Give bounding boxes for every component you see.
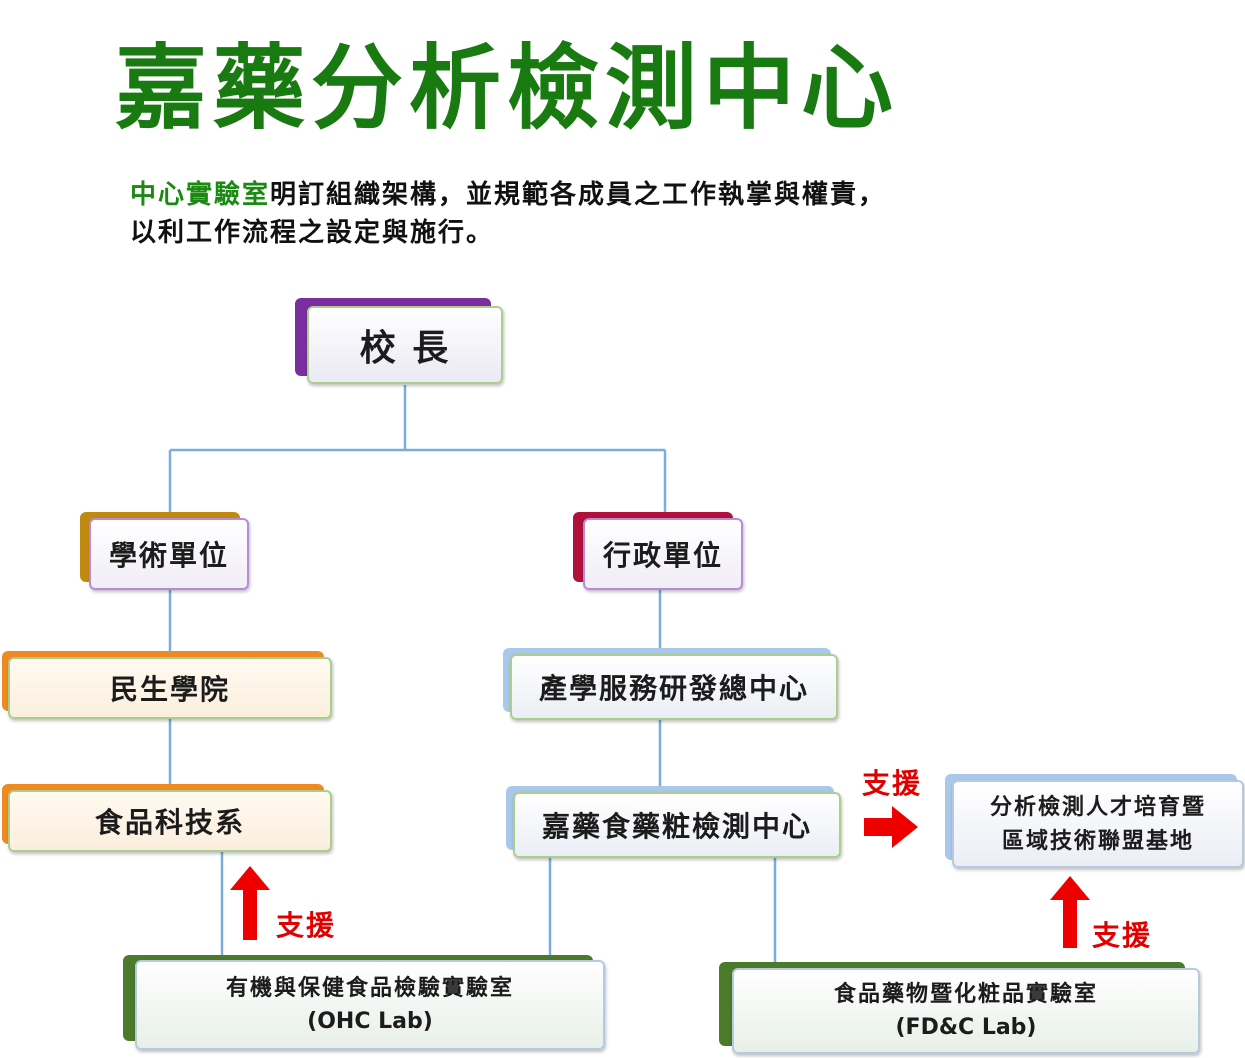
node-industry-center-label: 產學服務研發總中心 [538,672,809,705]
node-administrative-box: 行政單位 [583,518,743,590]
intro-highlight: 中心實驗室 [130,180,271,210]
intro-line-2: 以利工作流程之設定與施行。 [130,218,495,248]
node-president-box: 校 長 [307,306,503,384]
support-arrow-fdc-to-base-shaft [1063,900,1077,948]
node-food-dept-box: 食品科技系 [8,790,332,852]
support-arrow-ohc-to-food-shaft [243,890,257,940]
support-arrow-fdc-to-base [1050,876,1090,948]
intro-line-1-rest: 明訂組織架構，並規範各成員之工作執掌與權責， [270,180,887,210]
node-ohc-lab-box: 有機與保健食品檢驗實驗室 (OHC Lab) [135,960,605,1050]
support-arrow-testing-to-base-shaft [864,818,892,836]
node-ohc-lab-name: 有機與保健食品檢驗實驗室 [225,975,514,1001]
node-testing-center-label: 嘉藥食藥粧檢測中心 [541,810,812,843]
support-label-testing: 支援 [862,767,923,800]
node-college-box: 民生學院 [8,657,332,719]
support-arrow-fdc-to-base-head [1050,876,1090,900]
node-ohc-lab-code: (OHC Lab) [307,1009,433,1034]
node-fdc-lab-box: 食品藥物暨化粧品實驗室 (FD&C Lab) [732,968,1200,1054]
node-fdc-lab-code: (FD&C Lab) [895,1015,1037,1040]
intro-text: 中心實驗室明訂組織架構，並規範各成員之工作執掌與權責， 以利工作流程之設定與施行… [130,176,886,252]
support-label-ohc: 支援 [276,909,337,942]
node-academic-box: 學術單位 [89,518,249,590]
support-arrow-testing-to-base-head [892,806,918,848]
support-arrow-ohc-to-food [230,866,270,940]
node-talent-base-line-2: 區域技術聯盟基地 [1001,828,1194,854]
node-academic-label: 學術單位 [108,539,229,572]
node-administrative-label: 行政單位 [602,539,723,572]
node-fdc-lab-name: 食品藥物暨化粧品實驗室 [833,981,1098,1007]
node-talent-base-line-1: 分析檢測人才培育暨 [989,794,1206,820]
node-testing-center-box: 嘉藥食藥粧檢測中心 [513,792,841,858]
node-industry-center-box: 產學服務研發總中心 [510,654,838,720]
node-talent-base-box: 分析檢測人才培育暨 區域技術聯盟基地 [952,780,1244,868]
page-title: 嘉藥分析檢測中心 [115,34,900,142]
support-arrow-ohc-to-food-head [230,866,270,890]
support-label-fdc: 支援 [1092,919,1153,952]
intro-line-1: 中心實驗室明訂組織架構，並規範各成員之工作執掌與權責， [130,176,886,214]
node-president-label: 校 長 [359,327,451,369]
support-arrow-testing-to-base [864,806,918,848]
node-college-label: 民生學院 [109,673,230,706]
node-food-dept-label: 食品科技系 [94,806,245,839]
